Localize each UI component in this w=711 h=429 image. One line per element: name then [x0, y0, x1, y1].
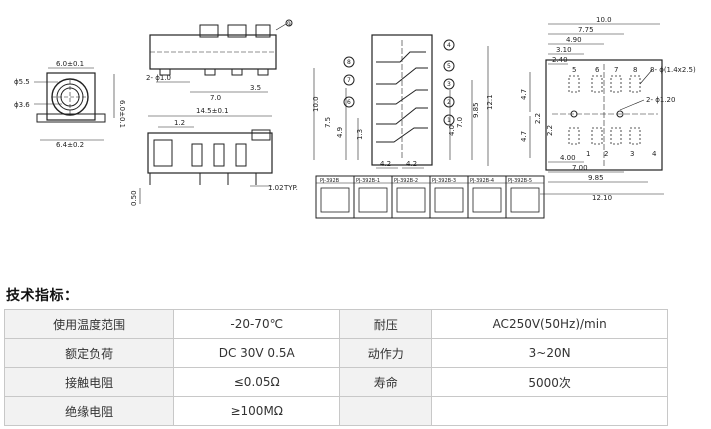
table-row: 额定负荷 DC 30V 0.5A 动作力 3~20N — [3, 338, 668, 368]
pad-number-4: 4 — [652, 150, 657, 158]
side-dim-offset: 1.2 — [174, 119, 185, 127]
side-dim-typ: TYP. — [283, 184, 298, 192]
front-dim-inner-dia: ϕ3.6 — [14, 101, 30, 109]
schematic-balloon-3: 3 — [447, 81, 451, 88]
variant-label-4: PJ-392B-4 — [470, 178, 494, 184]
footprint-dim-4.7-bottom: 4.7 — [520, 131, 528, 142]
schematic-dim-1.3: 1.3 — [356, 129, 364, 140]
spec-label: 动作力 — [339, 338, 433, 368]
footprint-dim-4.90: 4.90 — [566, 36, 582, 44]
footprint-dim-2.40: 2.40 — [552, 56, 568, 64]
variant-label-3: PJ-392B-3 — [432, 178, 456, 184]
schematic-dim-4.0: 4.0 — [448, 125, 456, 136]
variant-label-2: PJ-392B-2 — [394, 178, 418, 184]
spec-value: ≥100MΩ — [173, 396, 341, 426]
specs-heading: 技术指标： — [6, 288, 79, 304]
schematic-dim-4.2-right: 4.2 — [406, 160, 417, 168]
pad-number-5: 5 — [572, 66, 576, 74]
schematic-balloon-7: 7 — [347, 77, 351, 84]
top-dim-end: 3.5 — [250, 84, 261, 92]
footprint-dim-10: 10.0 — [596, 16, 612, 24]
spec-value: 3~20N — [431, 338, 668, 368]
pad-number-8: 8 — [633, 66, 637, 74]
side-dim-length: 14.5±0.1 — [196, 107, 229, 115]
pad-number-2: 2 — [604, 150, 608, 158]
footprint-view — [529, 23, 664, 195]
side-dim-thickness: 0.50 — [130, 190, 138, 206]
table-row: 绝缘电阻 ≥100MΩ — [3, 396, 668, 426]
spec-label: 绝缘电阻 — [3, 396, 175, 426]
spec-value — [431, 396, 668, 426]
pad-number-6: 6 — [595, 66, 600, 74]
spec-label: 耐压 — [339, 309, 433, 339]
table-row: 使用温度范围 -20-70℃ 耐压 AC250V(50Hz)/min — [3, 309, 668, 339]
pad-number-1: 1 — [586, 150, 590, 158]
schematic-view — [313, 34, 489, 169]
footprint-callout-posts: 2- ϕ1.20 — [646, 96, 675, 104]
schematic-balloon-6: 6 — [347, 99, 351, 106]
front-dim-width: 6.0±0.1 — [56, 60, 84, 68]
spec-value: DC 30V 0.5A — [173, 338, 341, 368]
spec-label: 额定负荷 — [3, 338, 175, 368]
front-view — [34, 67, 115, 141]
pad-number-7: 7 — [614, 66, 618, 74]
footprint-dim-9.85: 9.85 — [588, 174, 604, 182]
footprint-dim-7.75: 7.75 — [578, 26, 594, 34]
top-balloon: 9 — [287, 21, 291, 28]
top-dim-pitch: 7.0 — [210, 94, 221, 102]
schematic-balloon-1: 1 — [447, 117, 451, 124]
spec-label: 使用温度范围 — [3, 309, 175, 339]
schematic-balloon-5: 5 — [447, 63, 451, 70]
spec-value: 5000次 — [431, 367, 668, 397]
variant-label-1: PJ-392B-1 — [356, 178, 380, 184]
schematic-dim-7.0: 7.0 — [456, 117, 464, 128]
side-view — [139, 115, 273, 204]
schematic-balloon-2: 2 — [447, 99, 451, 106]
footprint-dim-4.00: 4.00 — [560, 154, 576, 162]
table-row: 接触电阻 ≤0.05Ω 寿命 5000次 — [3, 367, 668, 397]
footprint-dim-12.10: 12.10 — [592, 194, 612, 202]
schematic-dim-12.1: 12.1 — [486, 94, 494, 110]
schematic-balloon-8: 8 — [347, 59, 351, 66]
spec-label: 寿命 — [339, 367, 433, 397]
spec-label — [339, 396, 433, 426]
front-dim-base: 6.4±0.2 — [56, 141, 84, 149]
top-view — [149, 19, 293, 93]
schematic-dim-4.9: 4.9 — [336, 127, 344, 138]
front-dim-height: 6.0±0.1 — [118, 100, 126, 128]
technical-drawing: 6.0±0.1 6.0±0.1 ϕ5.5 ϕ3.6 6.4±0.2 9 2- ϕ… — [14, 16, 696, 219]
footprint-dim-4.7-top: 4.7 — [520, 89, 528, 100]
spec-value: AC250V(50Hz)/min — [431, 309, 668, 339]
schematic-dim-10: 10.0 — [312, 96, 320, 112]
schematic-dim-7.5: 7.5 — [324, 117, 332, 128]
footprint-dim-2.2-top: 2.2 — [534, 113, 542, 124]
footprint-callout-holes: 8- ϕ(1.4x2.5) — [650, 66, 696, 74]
schematic-dim-4.2-left: 4.2 — [380, 160, 391, 168]
front-dim-outer-dia: ϕ5.5 — [14, 78, 30, 86]
footprint-dim-2.2-bottom: 2.2 — [546, 125, 554, 136]
top-dim-holes: 2- ϕ1.0 — [146, 74, 171, 82]
footprint-dim-7.00: 7.00 — [572, 164, 588, 172]
variant-label-0: PJ-392B — [320, 178, 340, 184]
variant-label-5: PJ-392B-5 — [508, 178, 532, 184]
schematic-dim-9.85: 9.85 — [472, 102, 480, 118]
pad-number-3: 3 — [630, 150, 634, 158]
spec-value: -20-70℃ — [173, 309, 341, 339]
schematic-balloon-4: 4 — [447, 42, 451, 49]
footprint-dim-3.10: 3.10 — [556, 46, 572, 54]
spec-value: ≤0.05Ω — [173, 367, 341, 397]
specs-table: 使用温度范围 -20-70℃ 耐压 AC250V(50Hz)/min 额定负荷 … — [3, 309, 668, 426]
variant-schematics — [315, 175, 545, 219]
side-dim-pin: 1.02 — [268, 184, 284, 192]
spec-label: 接触电阻 — [3, 367, 175, 397]
